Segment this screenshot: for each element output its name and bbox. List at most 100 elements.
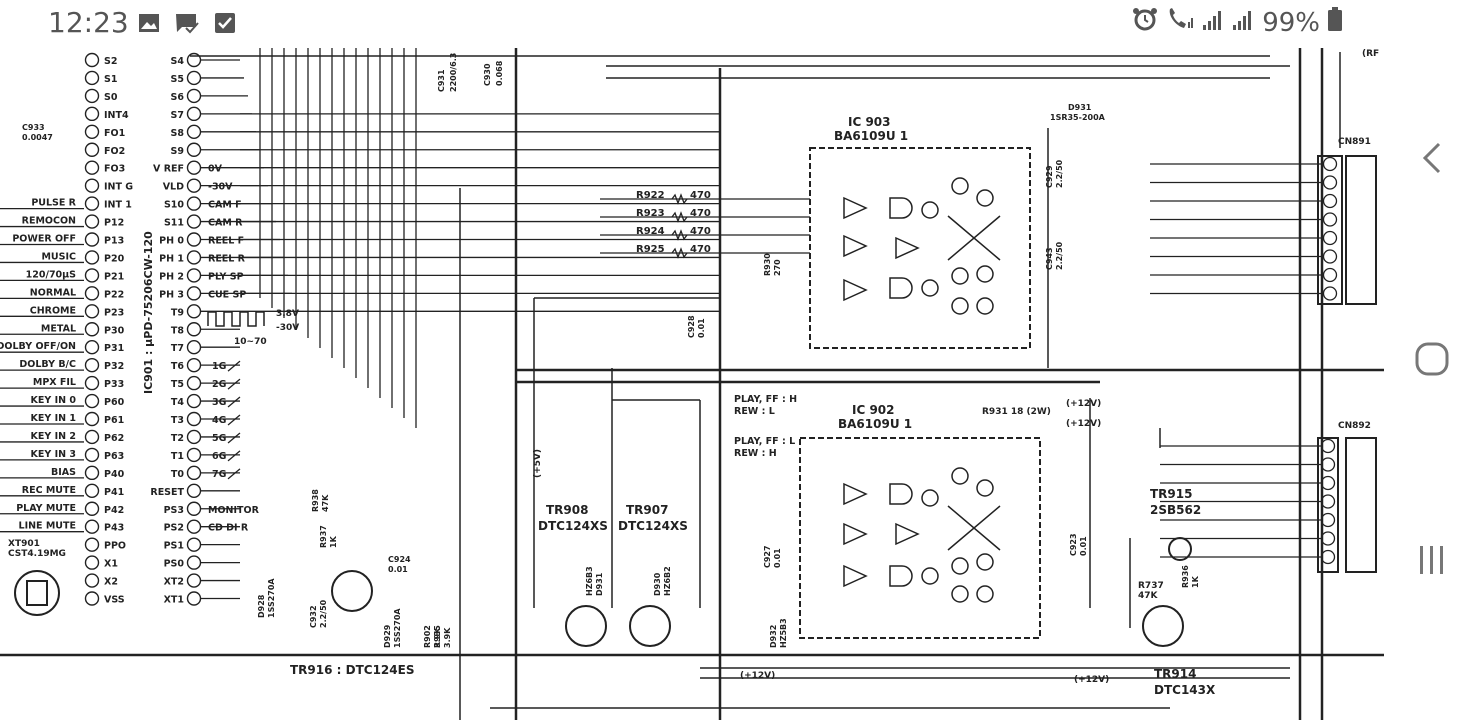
wire (227, 360, 241, 372)
ic901-left-pin-label: X1 (104, 559, 118, 570)
capacitor-label: C924 (388, 555, 411, 564)
capacitor-label: 0.068 (495, 60, 504, 86)
capacitor-label: C943 (1045, 247, 1054, 270)
ic901-left-pin-label: INT G (104, 182, 133, 193)
resistor-label: R922 (636, 190, 665, 201)
diode-label: D930 (653, 572, 662, 596)
wire (227, 396, 241, 408)
ic901-right-pin-label: T6 (171, 361, 184, 372)
ic901-left-signal: KEY IN 2 (31, 431, 76, 442)
capacitor-label: 2.2/50 (319, 599, 328, 628)
ic901-right-pin-label: T0 (171, 469, 184, 480)
ic901-right-pin-label: PH 3 (159, 289, 184, 300)
ic901-left-pin-label: P31 (104, 343, 124, 354)
ic901-pin (84, 537, 100, 552)
misc-label: (+12V) (1066, 419, 1101, 429)
back-icon[interactable] (1408, 134, 1456, 182)
ic901-pin (84, 214, 100, 229)
capacitor-label: C932 (309, 605, 318, 628)
ic901-right-pin-label: T3 (171, 415, 184, 426)
resistor-label: R938 (311, 489, 320, 512)
ic901-left-pin-label: P63 (104, 451, 124, 462)
transistor-part: DTC124XS (618, 519, 688, 533)
cn892-pin (1320, 512, 1336, 528)
ic901-left-signal: MPX FIL (33, 377, 76, 388)
transistor-name: TR915 (1150, 487, 1192, 501)
ic901-right-signal: REEL R (208, 253, 246, 264)
ic901-right-pin-label: S11 (164, 218, 184, 229)
cn891-pin (1322, 156, 1338, 172)
ic901-left-pin-label: P41 (104, 487, 124, 498)
ic901-right-pin-label: S7 (171, 110, 184, 121)
ic901-right-pin-label: S10 (164, 200, 184, 211)
timing-label: 4G (212, 415, 227, 426)
capacitor-label: C930 (483, 63, 492, 86)
transistor-name: TR907 (626, 503, 668, 517)
ic901-pin (84, 142, 100, 157)
ic901-pin (186, 501, 202, 516)
ic901-pin (186, 52, 202, 68)
ic901-pin (186, 286, 202, 301)
diode-label: D929 (383, 624, 392, 648)
transistor-part: DTC143X (1154, 683, 1216, 697)
diode-label: HZ5B3 (779, 618, 788, 648)
ic901-left-signal: KEY IN 0 (31, 395, 77, 406)
ic901-pin (186, 555, 202, 570)
ic901-left-signal: BIAS (51, 467, 76, 478)
navigation-bar (1384, 0, 1480, 720)
ic901-left-pin-label: P20 (104, 253, 125, 264)
cn891-pin (1322, 230, 1338, 246)
timing-label: 2G (212, 379, 227, 390)
ic903-name: IC 903 (848, 115, 891, 129)
capacitor-label: 2.2/50 (1055, 241, 1064, 270)
ic901-left-pin-label: P60 (104, 397, 125, 408)
capacitor-label: C933 (22, 123, 45, 132)
resistor-value: 1K (329, 535, 338, 548)
ic901-pin (84, 555, 100, 570)
ic901-pin (186, 537, 202, 552)
home-icon[interactable] (1408, 335, 1456, 383)
ic901-left-signal: MUSIC (41, 251, 76, 262)
ic901-left-pin-label: FO2 (104, 146, 125, 157)
ic901-pin (84, 465, 100, 481)
ic901-pin (84, 160, 100, 175)
misc-label: 10~70 (234, 337, 267, 347)
ic901-left-pin-label: INT 1 (104, 200, 132, 211)
logic-note: PLAY, FF : L (734, 436, 795, 447)
ic901-pin (186, 447, 202, 463)
ic901-left-pin-label: X2 (104, 577, 118, 588)
ic901-pin (84, 52, 100, 68)
ic901-left-pin-label: P42 (104, 505, 124, 516)
ic901-pin (186, 232, 202, 247)
cn891-pin (1322, 175, 1338, 190)
ic901-pin (84, 340, 100, 355)
ic901-left-pin-label: P12 (104, 218, 124, 229)
ic901-pin (186, 196, 202, 211)
ic901-right-pin-label: XT2 (164, 577, 184, 588)
misc-label: (+12V) (1066, 399, 1101, 409)
cn892-pin (1320, 438, 1336, 454)
ic901-pin (186, 178, 202, 193)
ic901-right-signal: CAM R (208, 218, 243, 229)
misc-label: (+12V) (740, 671, 775, 681)
misc-label: -30V (276, 323, 299, 333)
logic-note: PLAY, FF : H (734, 394, 797, 405)
ic901-pin (84, 106, 100, 122)
ic901-left-pin-label: P43 (104, 523, 124, 534)
recents-icon[interactable] (1408, 536, 1456, 584)
ic901-left-signal: KEY IN 3 (31, 449, 76, 460)
ic901-left-signal: CHROME (30, 305, 76, 316)
ic901-pin (84, 591, 100, 606)
ic901-left-pin-label: P13 (104, 236, 124, 247)
ic901-left-signal: REC MUTE (22, 485, 76, 496)
ic901-pin (186, 142, 202, 157)
ic901-right-pin-label: T9 (171, 307, 184, 318)
ic901-left-signal: METAL (41, 323, 76, 334)
ic901-pin (84, 375, 100, 391)
ic901-left-signal: LINE MUTE (19, 521, 76, 532)
diode-label: D931 (1068, 103, 1092, 112)
diode-label: D931 (595, 572, 604, 596)
resistor-label: R935 (433, 625, 442, 648)
cn891-pin (1322, 267, 1338, 283)
